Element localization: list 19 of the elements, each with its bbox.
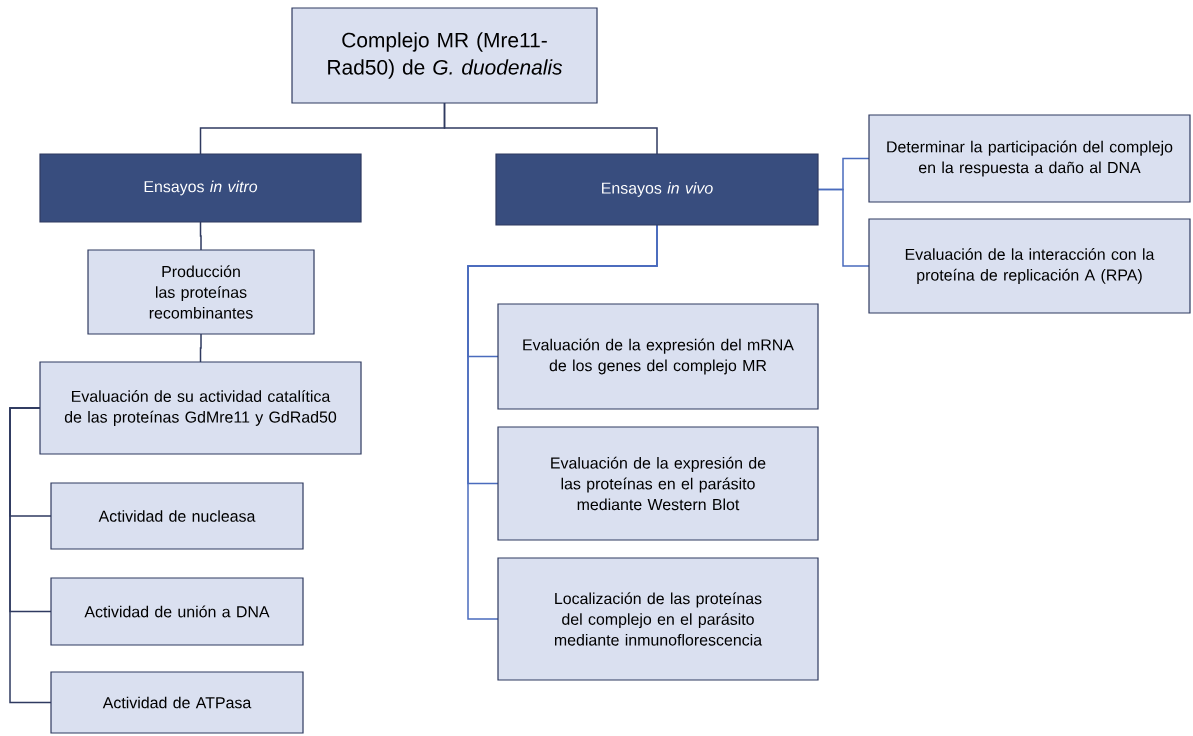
process-box: Determinar la participación del complejo en la respuesta a daño al DNA	[868, 114, 1191, 203]
process-box: Actividad de nucleasa	[50, 482, 304, 550]
connector-line	[443, 102, 658, 155]
root-box: Complejo MR (Mre11-Rad50) de G. duodenalis	[291, 7, 598, 104]
process-box: Evaluación de su actividad catalítica de las proteínas GdMre11 y GdRad50	[39, 361, 362, 455]
heading-box: Ensayos in vivo	[495, 153, 819, 226]
connector-line	[9, 407, 52, 704]
process-box: Actividad de ATPasa	[50, 671, 304, 734]
process-box: Evaluación de la expresión de las proteínas en el parásito mediante Western Blot	[497, 426, 819, 541]
process-box: Evaluación de la interacción con la proteína de replicación A (RPA)	[868, 218, 1191, 314]
heading-box: Ensayos in vitro	[39, 153, 362, 223]
connector-line	[199, 333, 202, 363]
connector-line	[199, 221, 202, 251]
connector-line	[467, 224, 658, 620]
process-box: Evaluación de la expresión del mRNA de los genes del complejo MR	[497, 303, 819, 410]
connector-line	[817, 188, 870, 267]
process-box: Producción las proteínas recombinantes	[87, 249, 315, 335]
process-box: Localización de las proteínas del complejo en el parásito mediante inmunoflorescencia	[497, 557, 819, 681]
process-box: Actividad de unión a DNA	[50, 577, 304, 646]
